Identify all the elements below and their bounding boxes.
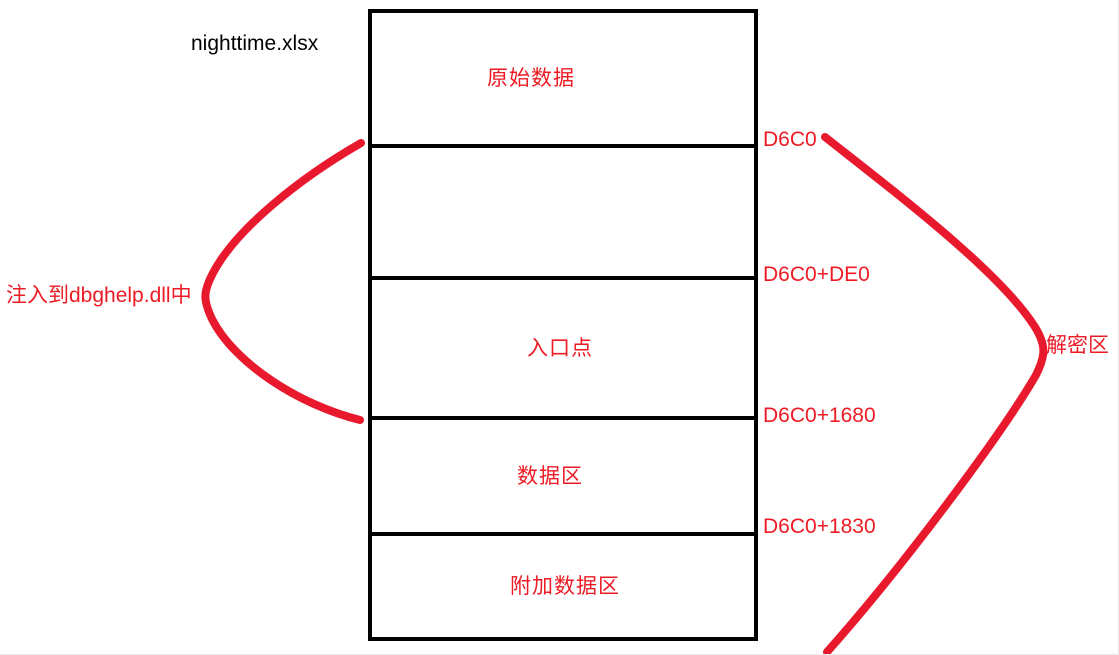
memory-layout-block: 原始数据 入口点 数据区 附加数据区 [368,9,758,641]
memory-segment-entry-point: 入口点 [372,280,754,420]
memory-segment-label: 入口点 [527,336,593,360]
memory-segment-extra-data-area: 附加数据区 [372,536,754,637]
address-label-base-plus-de0: D6C0+DE0 [763,263,870,286]
memory-segment-empty [372,148,754,280]
memory-segment-label: 数据区 [517,464,583,488]
memory-segment-data-area: 数据区 [372,420,754,536]
memory-segment-label: 附加数据区 [510,575,620,598]
address-label-base-plus-1830: D6C0+1830 [763,515,876,538]
memory-segment-original-data: 原始数据 [372,13,754,148]
address-label-base-plus-1680: D6C0+1680 [763,404,876,427]
address-label-base: D6C0 [763,128,817,151]
annotation-decrypt-zone: 解密区 [1046,334,1109,357]
left-brace-icon [201,139,365,424]
right-brace-icon [821,133,1048,654]
memory-segment-label: 原始数据 [487,67,575,90]
annotation-inject-dbghelp: 注入到dbghelp.dll中 [6,284,192,307]
file-name-label: nighttime.xlsx [191,32,319,55]
